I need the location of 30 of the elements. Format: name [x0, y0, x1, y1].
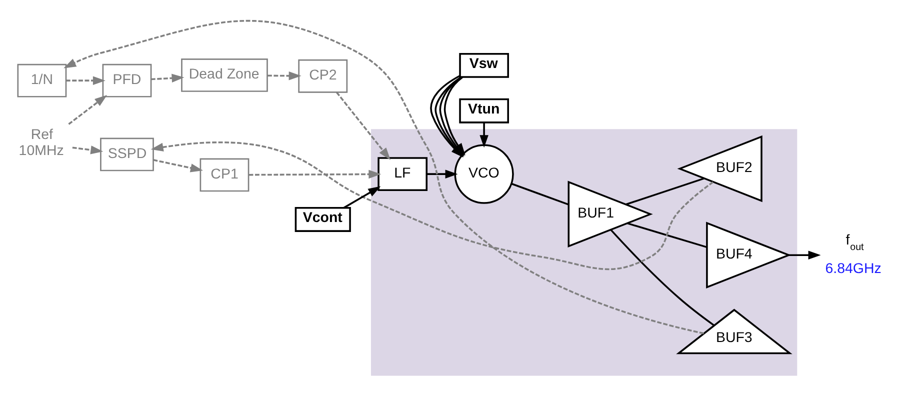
node-box: CP1: [200, 158, 250, 192]
connector: [626, 178, 704, 206]
node-box: Vtun: [459, 98, 509, 124]
connector: [511, 182, 569, 206]
arrow: [68, 95, 108, 125]
node-box: CP2: [298, 59, 348, 93]
node-box: Vsw: [459, 52, 509, 78]
arrow: [336, 92, 390, 160]
arrow: [151, 74, 184, 82]
node-text: Ref 10MHz: [18, 127, 64, 160]
node-box: SSPD: [100, 138, 154, 172]
arrow: [72, 146, 104, 154]
arrow: [426, 170, 458, 178]
arrow: [480, 122, 488, 148]
arrow: [267, 71, 302, 80]
arrow: [788, 250, 821, 260]
arrow: [153, 159, 204, 172]
node-box: PFD: [102, 64, 152, 98]
node-box: 1/N: [17, 64, 67, 98]
connector: [627, 222, 708, 248]
arrow: [248, 170, 382, 179]
connector: [610, 229, 715, 326]
node-box: Vcont: [294, 207, 351, 232]
arrow: [64, 20, 704, 334]
node-text: f$_{out}$ 6.84GHz: [825, 232, 882, 277]
arrow: [66, 76, 106, 85]
cluster: [370, 129, 798, 376]
arrow: [343, 186, 381, 209]
node-box: LF: [378, 157, 428, 191]
node-box: Dead Zone: [181, 58, 268, 92]
